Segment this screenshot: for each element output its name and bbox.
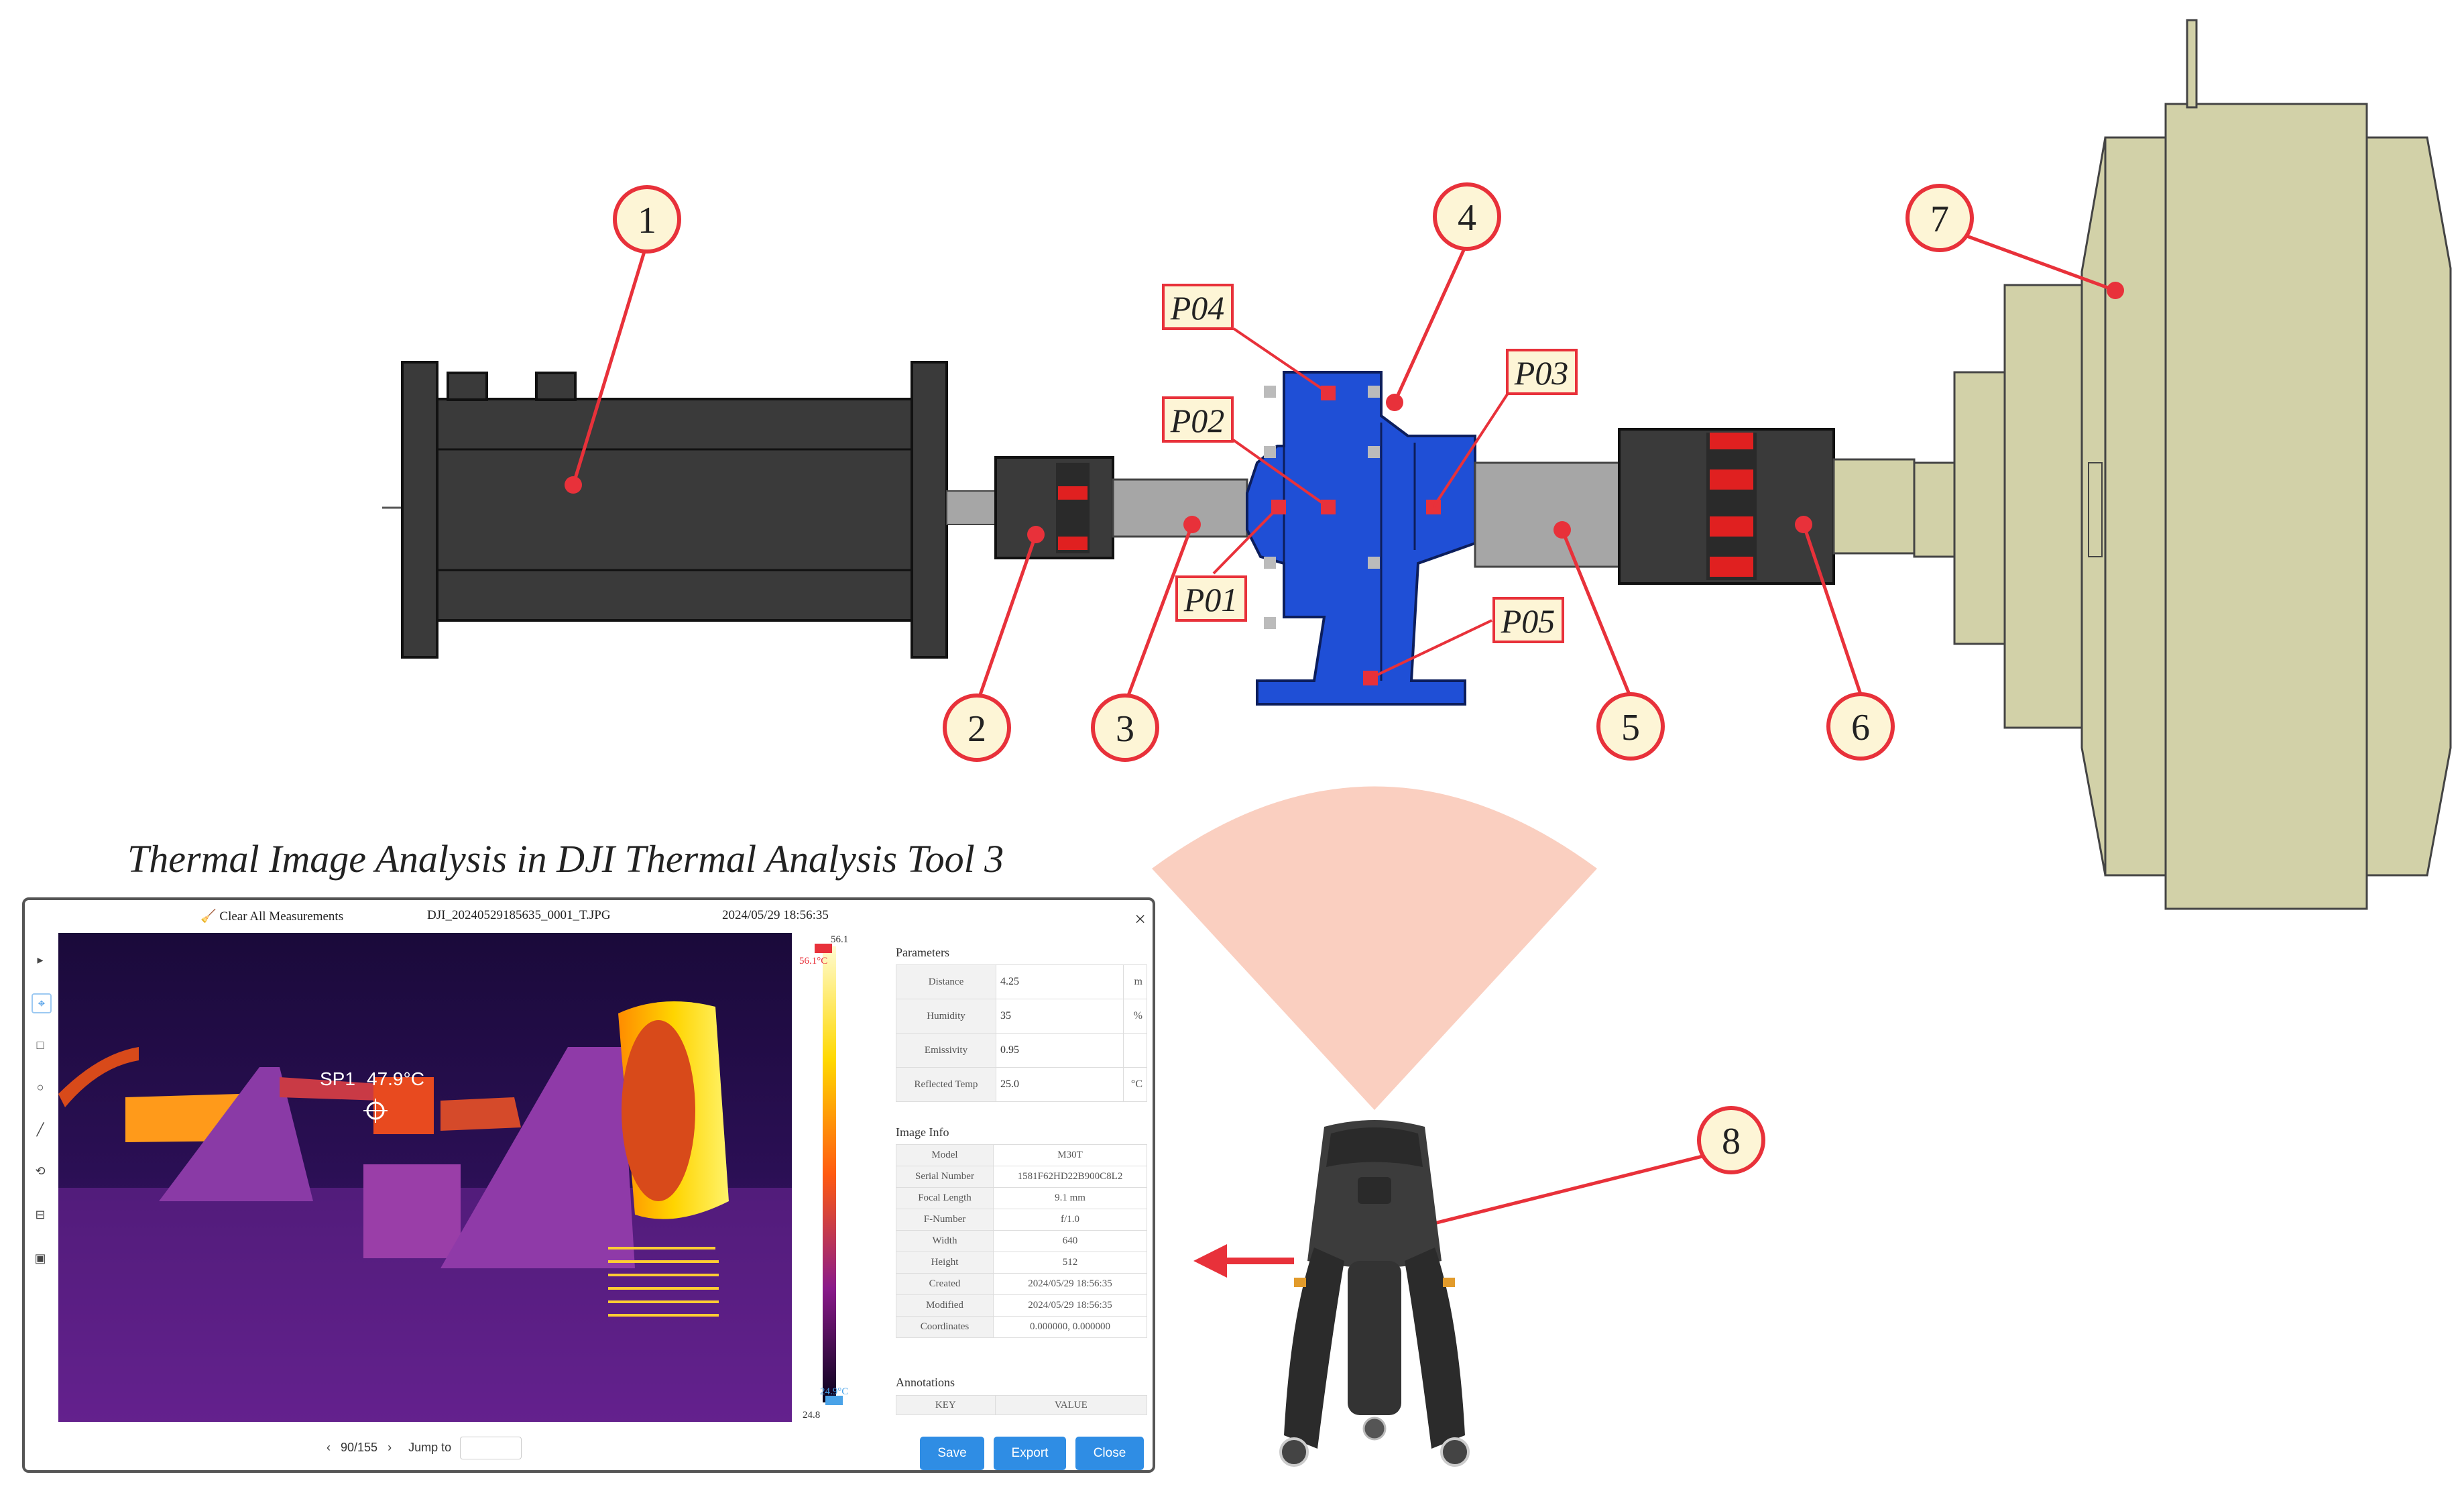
rotate-icon[interactable]: ⟲: [35, 1164, 46, 1178]
svg-text:7: 7: [1930, 199, 1949, 240]
svg-text:P03: P03: [1514, 354, 1569, 392]
thermal-image[interactable]: SP1 47.9°C: [58, 933, 792, 1422]
close-icon[interactable]: ×: [1134, 908, 1146, 930]
callout-6: 6: [1826, 692, 1895, 761]
callout-3: 3: [1091, 693, 1159, 762]
svg-text:4: 4: [1458, 197, 1476, 239]
reflected-temp-field[interactable]: 25.0: [996, 1067, 1124, 1102]
svg-text:5: 5: [1621, 707, 1640, 748]
spot-meter-marker[interactable]: [363, 1099, 388, 1123]
callout-1: 1: [613, 185, 681, 254]
thermal-analysis-tool-window: 🧹 Clear All Measurements DJI_20240529185…: [22, 897, 1155, 1473]
parameters-title: Parameters: [896, 946, 949, 959]
p02-label: P02: [1162, 396, 1234, 443]
annotations-title: Annotations: [896, 1376, 955, 1389]
svg-text:24.9°C: 24.9°C: [820, 1386, 848, 1397]
p03-label: P03: [1506, 349, 1578, 395]
callout-8: 8: [1697, 1106, 1765, 1174]
svg-text:1: 1: [638, 200, 656, 241]
distance-field[interactable]: 4.25: [996, 964, 1124, 999]
svg-text:8: 8: [1722, 1121, 1741, 1162]
callout-5: 5: [1596, 692, 1665, 761]
jump-to-label: Jump to: [408, 1440, 452, 1454]
svg-text:3: 3: [1116, 708, 1134, 750]
svg-text:2: 2: [967, 708, 986, 750]
caption: Thermal Image Analysis in DJI Thermal An…: [127, 837, 1004, 881]
window-titlebar: 🧹 Clear All Measurements DJI_20240529185…: [25, 900, 1153, 931]
svg-text:24.8: 24.8: [803, 1410, 820, 1421]
clear-measurements-button[interactable]: 🧹 Clear All Measurements: [200, 909, 344, 924]
next-page-icon[interactable]: ›: [388, 1440, 392, 1454]
shaft-3: [1112, 478, 1248, 538]
image-info-title: Image Info: [896, 1125, 949, 1139]
svg-text:P04: P04: [1170, 289, 1225, 327]
close-button[interactable]: Close: [1075, 1437, 1144, 1470]
circle-icon[interactable]: ○: [36, 1080, 44, 1094]
export-button[interactable]: Export: [994, 1437, 1066, 1470]
svg-text:6: 6: [1851, 707, 1870, 748]
prev-page-icon[interactable]: ‹: [327, 1440, 331, 1454]
drone-8: [1279, 1120, 1470, 1467]
p01-label: P01: [1175, 575, 1247, 622]
compare-icon[interactable]: ⊟: [35, 1207, 46, 1221]
spot-temperature: 47.9°C: [367, 1068, 424, 1089]
camera-field-of-view: [1152, 786, 1597, 1110]
pointer-icon[interactable]: ▸: [37, 952, 44, 966]
svg-text:P02: P02: [1170, 402, 1225, 439]
measurement-toolbar: ▸ ⌖ □ ○ ╱ ⟲ ⊟ ▣: [25, 931, 58, 1380]
callout-4: 4: [1433, 182, 1501, 251]
p04-label: P04: [1162, 284, 1234, 330]
humidity-field[interactable]: 35: [996, 999, 1124, 1034]
data-transfer-arrow: [1193, 1244, 1294, 1278]
svg-text:P05: P05: [1501, 602, 1556, 640]
pager-bar: ‹ 90/155 › Jump to: [25, 1422, 886, 1470]
filename-label: DJI_20240529185635_0001_T.JPG: [427, 908, 611, 922]
jump-to-input[interactable]: [460, 1437, 522, 1459]
line-icon[interactable]: ╱: [36, 1122, 44, 1136]
spot-meter-icon[interactable]: ⌖: [32, 993, 52, 1013]
shaft-5: [1474, 461, 1621, 568]
spot-label: SP1: [320, 1068, 355, 1089]
page-indicator: 90/155: [341, 1440, 378, 1454]
palette-icon[interactable]: ▣: [34, 1251, 46, 1265]
coupling-6: [1618, 428, 1835, 585]
datetime-label: 2024/05/29 18:56:35: [722, 908, 829, 922]
callout-7: 7: [1905, 184, 1974, 252]
callout-2: 2: [943, 693, 1011, 762]
save-button[interactable]: Save: [920, 1437, 984, 1470]
motor-1: [401, 361, 948, 659]
coupling-2: [994, 456, 1114, 559]
emissivity-field[interactable]: 0.95: [996, 1033, 1124, 1068]
p05-label: P05: [1492, 597, 1564, 643]
gearbox-4: [1246, 371, 1476, 706]
rectangle-icon[interactable]: □: [36, 1038, 44, 1052]
svg-text:56.1°C: 56.1°C: [799, 956, 827, 966]
temperature-scale: 56.1 56.1°C 24.8 24.9°C: [799, 934, 848, 1421]
generator-7: [1913, 19, 2452, 910]
svg-text:56.1: 56.1: [831, 934, 848, 945]
svg-text:P01: P01: [1183, 581, 1238, 618]
